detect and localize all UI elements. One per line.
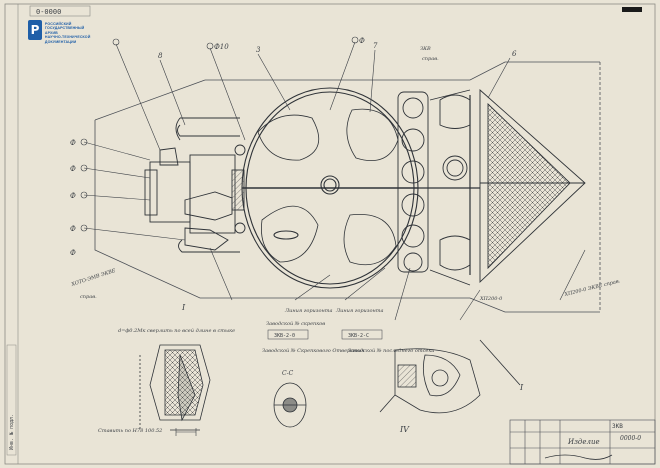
archive-logo-line: ДОКУМЕНТАЦИИ bbox=[44, 39, 77, 44]
note-mid-left: Заводской № скрепков bbox=[266, 321, 325, 327]
callout-top: 7 bbox=[373, 42, 378, 50]
signature bbox=[544, 454, 613, 460]
archive-logo-line: ГОСУДАРСТВЕННЫЙ АРХИВ bbox=[44, 26, 85, 35]
callout-left: Ф bbox=[70, 139, 76, 147]
sheet-border bbox=[4, 3, 656, 465]
mid-label: ЗКВ-2-С bbox=[348, 333, 369, 339]
payload-cone bbox=[469, 89, 586, 284]
title-block bbox=[509, 419, 656, 465]
tag-right: ХП200-0 bbox=[479, 296, 503, 302]
archive-logo-mark: Р bbox=[28, 20, 42, 40]
side-stamp: Инв. № подл. bbox=[9, 414, 15, 450]
instrument-ring bbox=[397, 89, 480, 286]
callout-top: Ф bbox=[359, 37, 365, 45]
callout-left: Ф bbox=[70, 165, 76, 173]
tag-right: ЗКВ bbox=[420, 46, 431, 52]
note-right-sub: справ. bbox=[422, 56, 439, 62]
title-block-code: 0000-0 bbox=[620, 435, 641, 442]
callout-left: Ф bbox=[70, 249, 76, 257]
mid-label: ЗКВ-2-0 bbox=[274, 333, 295, 339]
section-ref: С-С bbox=[282, 370, 294, 377]
callout-leaders bbox=[83, 41, 586, 321]
archive-logo-text: РОССИЙСКИЙ ГОСУДАРСТВЕННЫЙ АРХИВ НАУЧНО-… bbox=[45, 22, 98, 44]
detail-view-right bbox=[379, 339, 521, 414]
callout-bubbles bbox=[80, 36, 359, 232]
callout-top: Ф10 bbox=[214, 43, 229, 51]
fairing-envelope bbox=[94, 61, 601, 313]
note-left-top: ХОТО-ЭМВ ЭКВЕ bbox=[70, 268, 117, 288]
callout-top: 3 bbox=[256, 46, 261, 54]
note-hole: d=ф0.2Мк сверлить по всей длине в стыке bbox=[118, 327, 235, 334]
engine-block bbox=[144, 117, 246, 253]
archive-logo-icon: Р РОССИЙСКИЙ ГОСУДАРСТВЕННЫЙ АРХИВ НАУЧН… bbox=[28, 20, 98, 46]
plant-note: Заводской № последнего отсека bbox=[348, 348, 434, 354]
top-stamp: 0-0000 bbox=[36, 8, 61, 16]
main-tank bbox=[241, 87, 419, 289]
horizon-note: Линия горизонта bbox=[284, 308, 333, 314]
top-stamp-box bbox=[29, 5, 91, 17]
note-right: ХП200-0 ЭКВЕ справ. bbox=[563, 278, 621, 298]
detail-view-left bbox=[139, 344, 211, 431]
archive-logo-line: РОССИЙСКИЙ bbox=[44, 22, 72, 26]
title-block-item: Изделие bbox=[567, 438, 600, 446]
section-mark: IV bbox=[399, 425, 410, 434]
note-left-top-sub: справ. bbox=[80, 294, 97, 300]
corner-mark bbox=[622, 7, 642, 12]
horizon-note: Линия горизонта bbox=[335, 308, 384, 314]
title-block-note: 3КВ bbox=[612, 423, 623, 430]
archive-logo-line: НАУЧНО-ТЕХНИЧЕСКОЙ bbox=[44, 35, 91, 40]
scale-marker-icon bbox=[175, 428, 197, 436]
section-mark: I bbox=[181, 303, 186, 312]
callout-left: Ф bbox=[70, 192, 76, 200]
callout-left: Ф bbox=[70, 225, 76, 233]
callout-top: 6 bbox=[512, 50, 517, 58]
callout-top: 8 bbox=[158, 52, 163, 60]
detail-view-center bbox=[273, 382, 307, 428]
plant-note: Заводской № Скрепкового Отверстия bbox=[262, 348, 364, 354]
section-mark: I bbox=[519, 383, 524, 392]
note-place: Ставить по Н78 100.52 bbox=[98, 428, 162, 434]
